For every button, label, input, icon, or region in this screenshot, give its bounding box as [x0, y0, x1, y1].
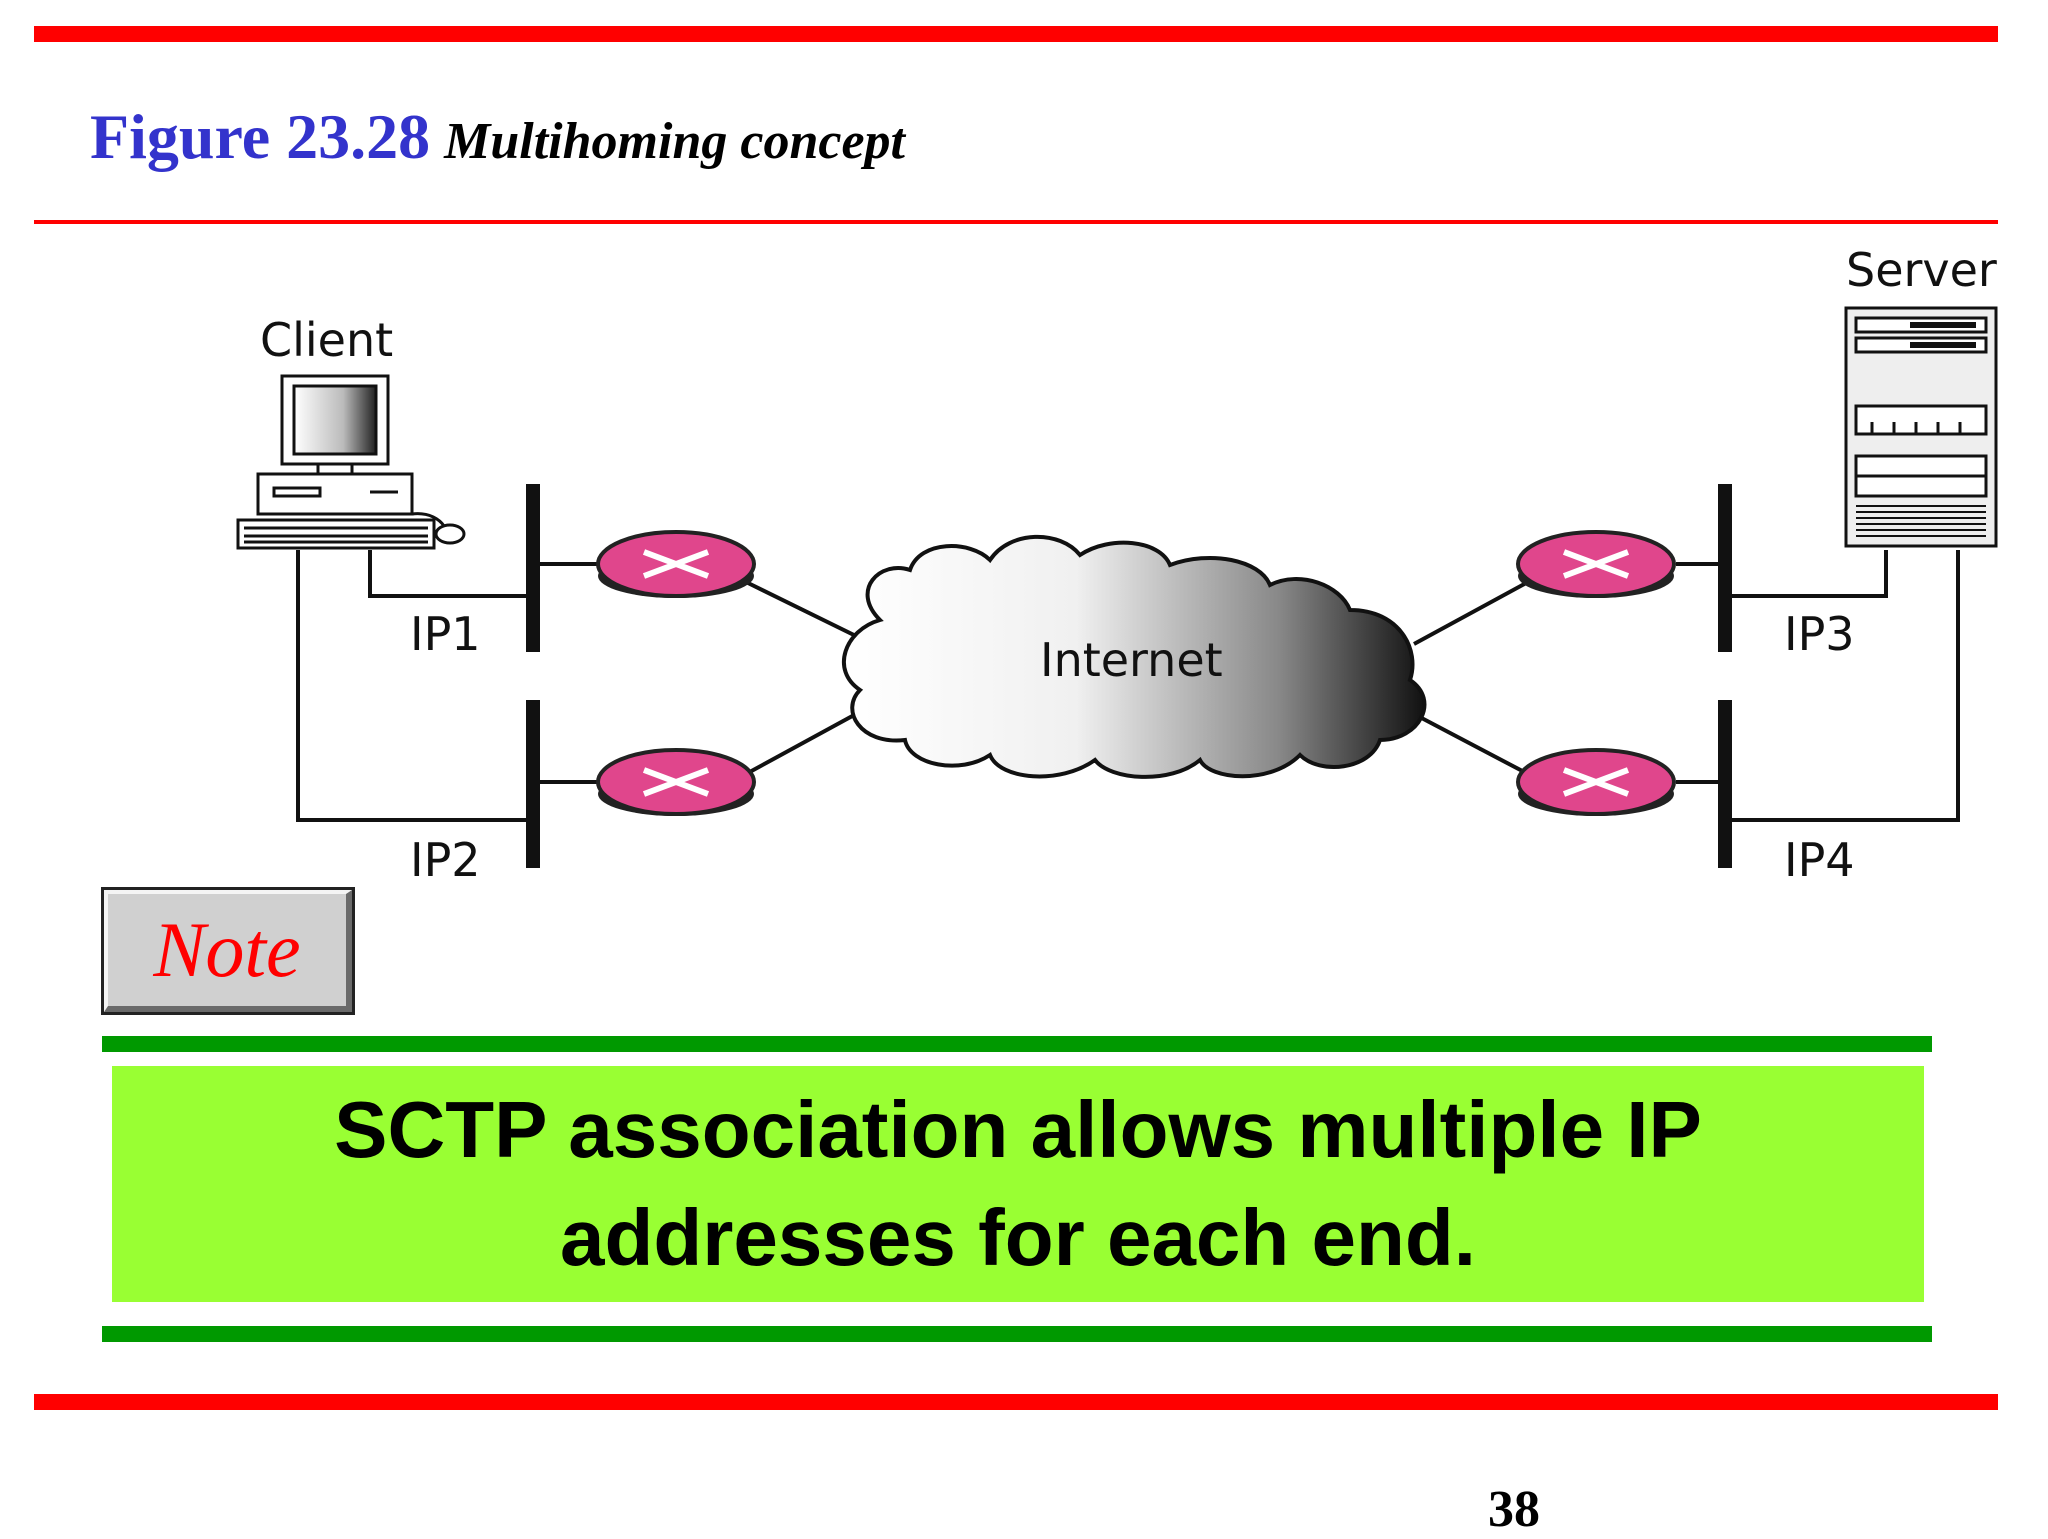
note-top-bar	[102, 1036, 1932, 1052]
bottom-red-rule	[34, 1394, 1998, 1410]
segment-bar-ip3	[1718, 484, 1732, 652]
ip2-label: IP2	[410, 833, 481, 887]
internet-label: Internet	[1040, 633, 1223, 687]
internet-cloud-icon	[841, 534, 1427, 779]
figure-number: Figure 23.28	[90, 101, 431, 172]
note-text: SCTP association allows multiple IP addr…	[334, 1085, 1702, 1282]
server-label: Server	[1846, 243, 1997, 297]
client-label: Client	[260, 313, 393, 367]
cloud-links	[745, 580, 1529, 776]
server-wires	[1676, 550, 1960, 822]
router-icon	[1516, 748, 1676, 816]
router-icon	[596, 530, 756, 598]
note-bottom-bar	[102, 1326, 1932, 1342]
router-icon	[1516, 530, 1676, 598]
ip3-label: IP3	[1784, 607, 1855, 661]
router-icon	[596, 748, 756, 816]
note-badge: Note	[104, 890, 352, 1012]
server-tower-icon	[1844, 306, 1998, 548]
client-wires	[296, 550, 604, 822]
note-panel: SCTP association allows multiple IP addr…	[112, 1066, 1924, 1302]
top-red-rule	[34, 26, 1998, 42]
figure-caption: Multihoming concept	[444, 113, 905, 170]
title-underline-rule	[34, 220, 1998, 224]
ip4-label: IP4	[1784, 833, 1855, 887]
segment-bar-ip4	[1718, 700, 1732, 868]
note-badge-label: Note	[153, 906, 301, 993]
ip1-label: IP1	[410, 607, 481, 661]
client-computer-icon	[236, 374, 466, 550]
segment-bar-ip2	[526, 700, 540, 868]
page-number: 38	[1488, 1481, 1540, 1538]
segment-bar-ip1	[526, 484, 540, 652]
